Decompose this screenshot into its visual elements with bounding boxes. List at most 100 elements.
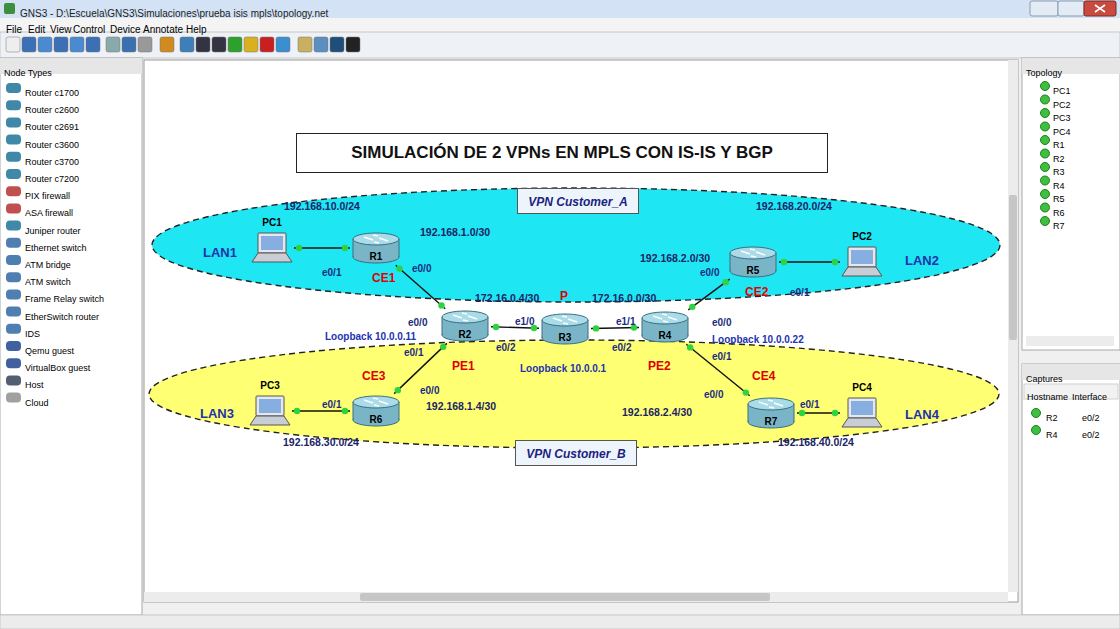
subnet-label: 192.168.1.4/30 xyxy=(426,400,496,412)
interface-label: e0/0 xyxy=(704,389,723,400)
interface-label: e0/0 xyxy=(712,317,731,328)
node-text-holder: PC1 xyxy=(232,212,312,230)
router-name: R3 xyxy=(559,332,572,344)
interface-label: e0/0 xyxy=(420,385,439,396)
scroll-thumb xyxy=(360,593,770,601)
label-holder: CE3 xyxy=(362,366,385,384)
router-role: CE1 xyxy=(372,271,395,285)
laptop-keyboard xyxy=(252,253,292,262)
laptop-icon xyxy=(250,395,290,427)
panel-item: R5 xyxy=(1053,194,1065,204)
label-holder: Router c7200 xyxy=(25,168,79,186)
router-arrows xyxy=(759,400,783,408)
label-holder: Router c2691 xyxy=(25,116,79,134)
label-holder: e0/1 xyxy=(404,342,423,360)
label-holder: 192.168.1.4/30 xyxy=(426,396,496,414)
toolbar-button xyxy=(298,37,312,52)
interface-label: e0/0 xyxy=(412,263,431,274)
label-holder: e0/2 xyxy=(1082,424,1100,442)
panel-item: Host xyxy=(25,380,44,390)
scroll-thumb xyxy=(1009,195,1017,340)
toolbar-button xyxy=(38,37,52,52)
label-holder: Help xyxy=(186,19,207,37)
title-bar xyxy=(0,0,1120,18)
horizontal-scrollbar xyxy=(1026,336,1114,346)
subnet-label: 192.168.2.0/30 xyxy=(640,252,710,264)
menu-item: Device xyxy=(110,24,141,35)
label-holder: e0/2 xyxy=(612,337,631,355)
router-node: R2 xyxy=(441,310,489,342)
panel-item: R3 xyxy=(1053,167,1065,177)
status-light xyxy=(1041,203,1050,212)
label-holder: 192.168.20.0/24 xyxy=(756,196,832,214)
interface-label: e0/0 xyxy=(408,317,427,328)
label-holder: P xyxy=(560,286,568,304)
label-holder: Hostname xyxy=(1027,386,1068,404)
vertical-scrollbar xyxy=(1008,60,1018,592)
label-holder: e0/0 xyxy=(700,262,719,280)
toolbar-button xyxy=(228,37,242,52)
label-holder: Loopback 10.0.0.11 xyxy=(325,326,416,344)
label-holder: Interface xyxy=(1072,386,1107,404)
lan-label: LAN3 xyxy=(200,406,234,421)
label-holder: R1 xyxy=(1053,134,1065,152)
lan-label: LAN4 xyxy=(905,407,939,422)
panel-item: Router c3600 xyxy=(25,140,79,150)
panel-item: R2 xyxy=(1053,154,1065,164)
pc-node: PC3 xyxy=(250,395,290,427)
toolbar-button xyxy=(138,37,152,52)
router-top xyxy=(730,247,776,259)
panel-item: IDS xyxy=(25,329,40,339)
router-arrows xyxy=(741,249,765,257)
laptop-icon xyxy=(252,232,292,264)
panel-item: ATM switch xyxy=(25,277,71,287)
node-types-panel xyxy=(0,58,142,615)
interface-label: e0/1 xyxy=(712,351,731,362)
status-light xyxy=(1041,95,1050,104)
label-holder: e0/2 xyxy=(496,337,515,355)
link-status-dot xyxy=(689,304,695,310)
status-light xyxy=(1041,176,1050,185)
laptop-screen xyxy=(256,396,284,416)
interface-label: e0/1 xyxy=(404,347,423,358)
toolbar-button xyxy=(212,37,226,52)
subnet-label: 192.168.10.0/24 xyxy=(284,200,360,212)
router-node: R5 xyxy=(729,246,777,278)
router-role: PE2 xyxy=(648,359,671,373)
status-light xyxy=(1041,82,1050,91)
node-type-icon xyxy=(6,358,21,368)
pc-name: PC1 xyxy=(262,217,281,228)
node-text-holder: PC3 xyxy=(230,375,310,393)
diagram-title: SIMULACIÓN DE 2 VPNs EN MPLS CON IS-IS Y… xyxy=(351,143,773,163)
router-node: R1 xyxy=(352,232,400,264)
label-holder: PC2 xyxy=(1053,94,1071,112)
label-holder: ATM bridge xyxy=(25,254,71,272)
panel-item: Frame Relay switch xyxy=(25,294,104,304)
toolbar-button xyxy=(346,37,360,52)
lan-label: LAN2 xyxy=(905,253,939,268)
panel-item: Qemu guest xyxy=(25,346,74,356)
network-link xyxy=(591,327,639,329)
status-light xyxy=(1041,109,1050,118)
link-status-dot xyxy=(438,302,444,308)
interface-label: e0/1 xyxy=(322,267,341,278)
interface-label: e1/1 xyxy=(616,316,635,327)
router-name: R1 xyxy=(370,251,383,263)
label-holder: Juniper router xyxy=(25,220,81,238)
status-light xyxy=(1032,409,1041,418)
label-holder: ASA firewall xyxy=(25,202,73,220)
label-holder: View xyxy=(50,19,72,37)
toolbar-button xyxy=(196,37,210,52)
interface-label: e0/0 xyxy=(700,267,719,278)
panel-item: ASA firewall xyxy=(25,208,73,218)
toolbar-button xyxy=(6,37,20,52)
label-holder: e0/1 xyxy=(712,346,731,364)
label-holder: Frame Relay switch xyxy=(25,288,104,306)
laptop-screen xyxy=(258,233,286,253)
laptop-icon xyxy=(842,397,882,429)
panel-item: EtherSwitch router xyxy=(25,312,99,322)
title-box: SIMULACIÓN DE 2 VPNs EN MPLS CON IS-IS Y… xyxy=(296,133,828,173)
lan-label: LAN1 xyxy=(203,245,237,260)
laptop-keyboard xyxy=(250,416,290,425)
toolbar xyxy=(0,32,1120,58)
